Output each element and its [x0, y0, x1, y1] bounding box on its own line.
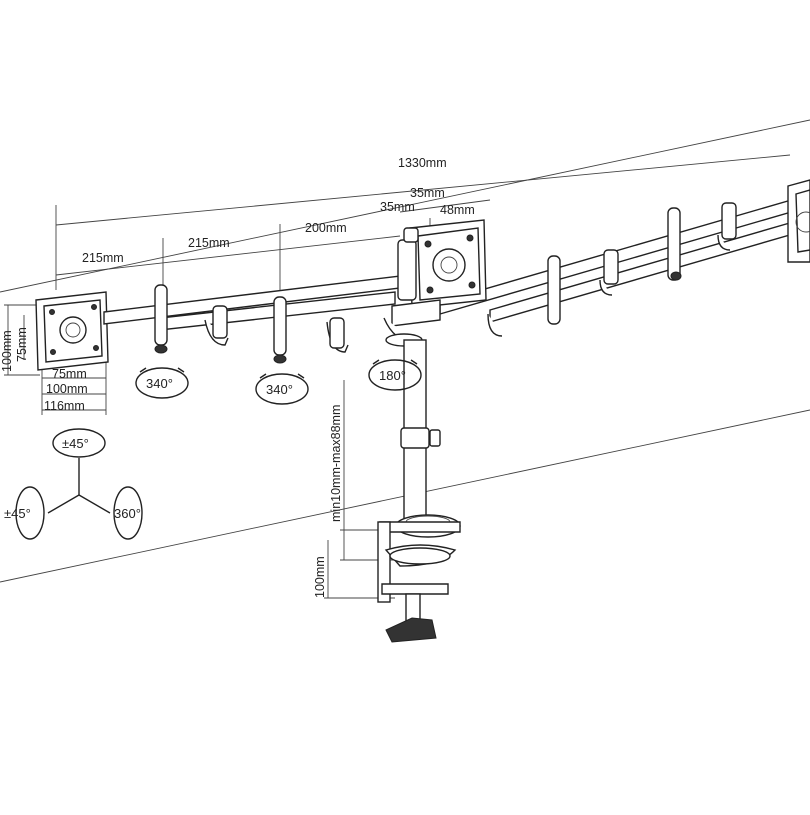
dim-arm-segment-3: 200mm — [305, 221, 347, 235]
dim-vesa-100-vertical: 100mm — [0, 330, 14, 372]
rotation-arm-mid: 340° — [266, 382, 293, 397]
rotation-swivel: ±45° — [4, 506, 31, 521]
dim-vesa-75-horizontal: 75mm — [52, 367, 87, 381]
dim-clamp-height: 100mm — [313, 556, 327, 598]
dim-vesa-75-vertical: 75mm — [15, 327, 29, 362]
left-vesa-plate — [35, 291, 109, 371]
rotation-center-pivot: 180° — [379, 368, 406, 383]
dim-vesa-100-horizontal: 100mm — [46, 382, 88, 396]
dim-center-offset-right: 48mm — [440, 203, 475, 217]
dim-desk-thickness: min10mm-max88mm — [329, 405, 343, 522]
rotation-indicators — [15, 359, 422, 540]
right-vesa-plate — [787, 179, 810, 263]
rotation-tilt: ±45° — [62, 436, 89, 451]
center-vesa-plate — [383, 219, 487, 347]
dim-total-width: 1330mm — [398, 156, 447, 170]
rotation-rotate: 360° — [114, 506, 141, 521]
dim-center-offset-top: 35mm — [410, 186, 445, 200]
desk-clamp — [377, 521, 461, 643]
dim-plate-width: 116mm — [44, 399, 85, 413]
dim-arm-segment-1: 215mm — [82, 251, 124, 265]
dim-arm-segment-2: 215mm — [188, 236, 230, 250]
dim-center-offset-left: 35mm — [380, 200, 415, 214]
rotation-arm-left: 340° — [146, 376, 173, 391]
arm-left — [103, 275, 401, 364]
arm-right — [439, 195, 806, 337]
